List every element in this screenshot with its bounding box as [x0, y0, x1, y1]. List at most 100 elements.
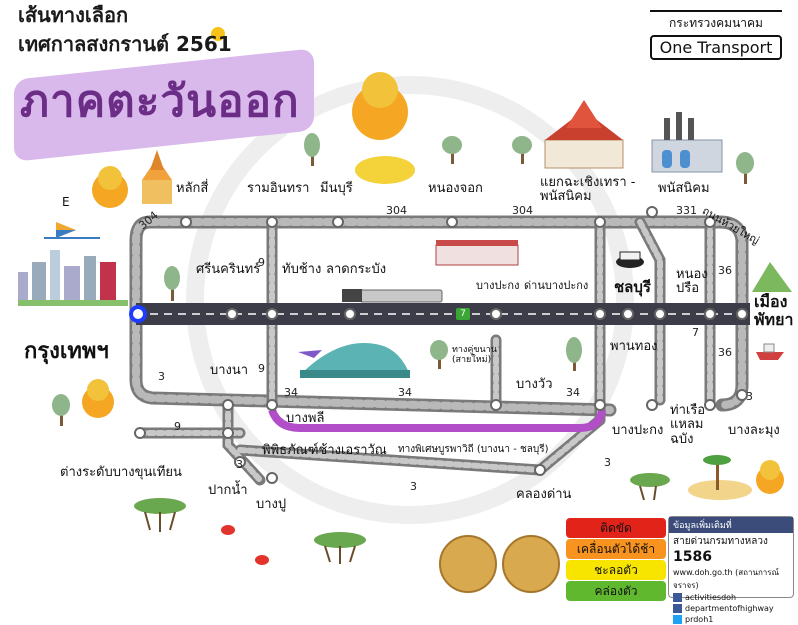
crab-icon — [255, 555, 269, 565]
route-number: 7 — [692, 326, 699, 339]
social-twitter[interactable]: prdoh1 — [669, 614, 793, 625]
route-number: 36 — [718, 346, 732, 359]
compass-arrow-icon — [44, 222, 100, 239]
place-phanat-nikhom: พนัสนิคม — [658, 181, 710, 196]
station-icon — [435, 240, 519, 266]
place-bang-lamung: บางละมุง — [728, 423, 780, 438]
junction-node — [594, 308, 606, 320]
place-min-buri: มีนบุรี — [320, 181, 353, 196]
route-number: 331 — [676, 204, 697, 217]
junction-node — [446, 216, 458, 228]
place-yaek-choeng-sai: แยกฉะเชิงเทรา - พนัสนิคม — [540, 175, 636, 205]
mascot-icon — [352, 72, 415, 184]
twitter-icon — [673, 615, 682, 624]
island-icon — [688, 455, 752, 500]
junction-node — [704, 399, 716, 411]
scenery — [18, 27, 792, 593]
mascot-icon — [756, 460, 784, 494]
place-phan-thong: พานทอง — [610, 339, 658, 354]
junction-node — [490, 399, 502, 411]
route-number: 34 — [398, 386, 412, 399]
compass-label: E — [62, 195, 70, 209]
hotline-number: 1586 — [673, 549, 712, 565]
place-nong-chok: หนองจอก — [428, 181, 483, 196]
route-number: 34 — [566, 386, 580, 399]
junction-node — [622, 308, 634, 320]
junction-node — [266, 399, 278, 411]
route-number: 304 — [512, 204, 533, 217]
legend-item: ชะลอตัว — [566, 560, 666, 580]
city-chonburi: ชลบุรี — [614, 278, 651, 296]
legend-item: ติดขัด — [566, 518, 666, 538]
region-title: ภาคตะวันออก — [20, 76, 300, 127]
tree-icon — [430, 340, 448, 369]
route-map — [18, 27, 792, 593]
junction-node — [344, 308, 356, 320]
city-bangkok: กรุงเทพฯ — [24, 339, 109, 364]
info-box: ข้อมูลเพิ่มเติมที่ สายด่วนกรมทางหลวง 158… — [668, 516, 794, 624]
place-lat-krabang: ลาดกระบัง — [326, 262, 387, 277]
factory-icon — [651, 112, 723, 173]
palace-icon — [544, 100, 624, 169]
place-bang-pakong-1: บางปะกง — [476, 279, 520, 292]
title-line2: เทศกาลสงกรานต์ 2561 — [18, 32, 232, 56]
junction-node — [266, 472, 278, 484]
route-number: 9 — [258, 362, 265, 375]
junction-node — [222, 427, 234, 439]
place-bang-pakong-2: บางปะกง — [612, 423, 664, 438]
legend-item: คล่องตัว — [566, 581, 666, 601]
place-bang-na: บางนา — [210, 363, 249, 378]
mountain-icon — [752, 262, 792, 292]
junction-node — [736, 308, 748, 320]
junction-node — [736, 389, 748, 401]
sun-icon — [211, 27, 225, 41]
tree-icon — [442, 136, 462, 164]
tree-icon — [304, 133, 320, 166]
place-thap-chang: ทับช้าง — [282, 262, 322, 277]
boat-icon — [756, 343, 784, 360]
junction-node — [226, 308, 238, 320]
train-icon — [342, 289, 443, 303]
brand-name: One Transport — [650, 35, 782, 60]
junction-node — [332, 216, 344, 228]
social-facebook-2[interactable]: departmentofhighway — [669, 603, 793, 614]
junction-node — [266, 216, 278, 228]
mascot-icon — [82, 379, 114, 418]
police-cap-icon — [616, 251, 644, 268]
junction-node — [234, 456, 246, 468]
route-number: 3 — [604, 456, 611, 469]
place-dan-bang-pakong: ด่านบางปะกง — [524, 279, 589, 292]
city-skyline-icon — [18, 250, 128, 306]
route-number: 9 — [258, 256, 265, 269]
place-tha-ruea: ท่าเรือ แหลมฉบัง — [670, 403, 706, 447]
place-bang-pu: บางปู — [256, 497, 287, 512]
place-elephant-museum: พิพิธภัณฑ์ช้างเอราวัณ — [262, 443, 387, 458]
bangkok-marker — [129, 305, 147, 323]
junction-node — [654, 308, 666, 320]
ministry-label: กระทรวงคมนาคม — [650, 10, 782, 33]
airport-icon — [298, 343, 410, 378]
place-nong-prue: หนอง ปรือ — [676, 267, 708, 297]
temple-icon — [142, 150, 172, 204]
social-facebook-1[interactable]: activitiesdoh — [669, 592, 793, 603]
local-road-label: ทางคู่ขนาน (สายใหม่) — [452, 345, 497, 365]
route-number: 3 — [236, 458, 243, 471]
crab-icon — [221, 525, 235, 535]
place-ram-inthra: รามอินทรา — [247, 181, 310, 196]
hotline-label: สายด่วนกรมทางหลวง — [673, 536, 768, 547]
legend-item: เคลื่อนตัวได้ช้า — [566, 539, 666, 559]
junction-node — [180, 216, 192, 228]
city-pattaya: เมือง พัทยา — [754, 292, 794, 329]
junction-node — [490, 308, 502, 320]
brand-block: กระทรวงคมนาคม One Transport — [650, 10, 782, 60]
tree-icon — [164, 266, 180, 301]
route-number: 3 — [746, 390, 753, 403]
junction-node — [594, 399, 606, 411]
junction-node — [222, 399, 234, 411]
website-link[interactable]: www.doh.go.th (สถานการณ์จราจร) — [673, 568, 780, 590]
mangrove-icon — [134, 473, 670, 564]
junction-node — [704, 308, 716, 320]
facebook-icon — [673, 593, 682, 602]
tree-icon — [736, 152, 754, 184]
tree-icon — [52, 394, 70, 426]
